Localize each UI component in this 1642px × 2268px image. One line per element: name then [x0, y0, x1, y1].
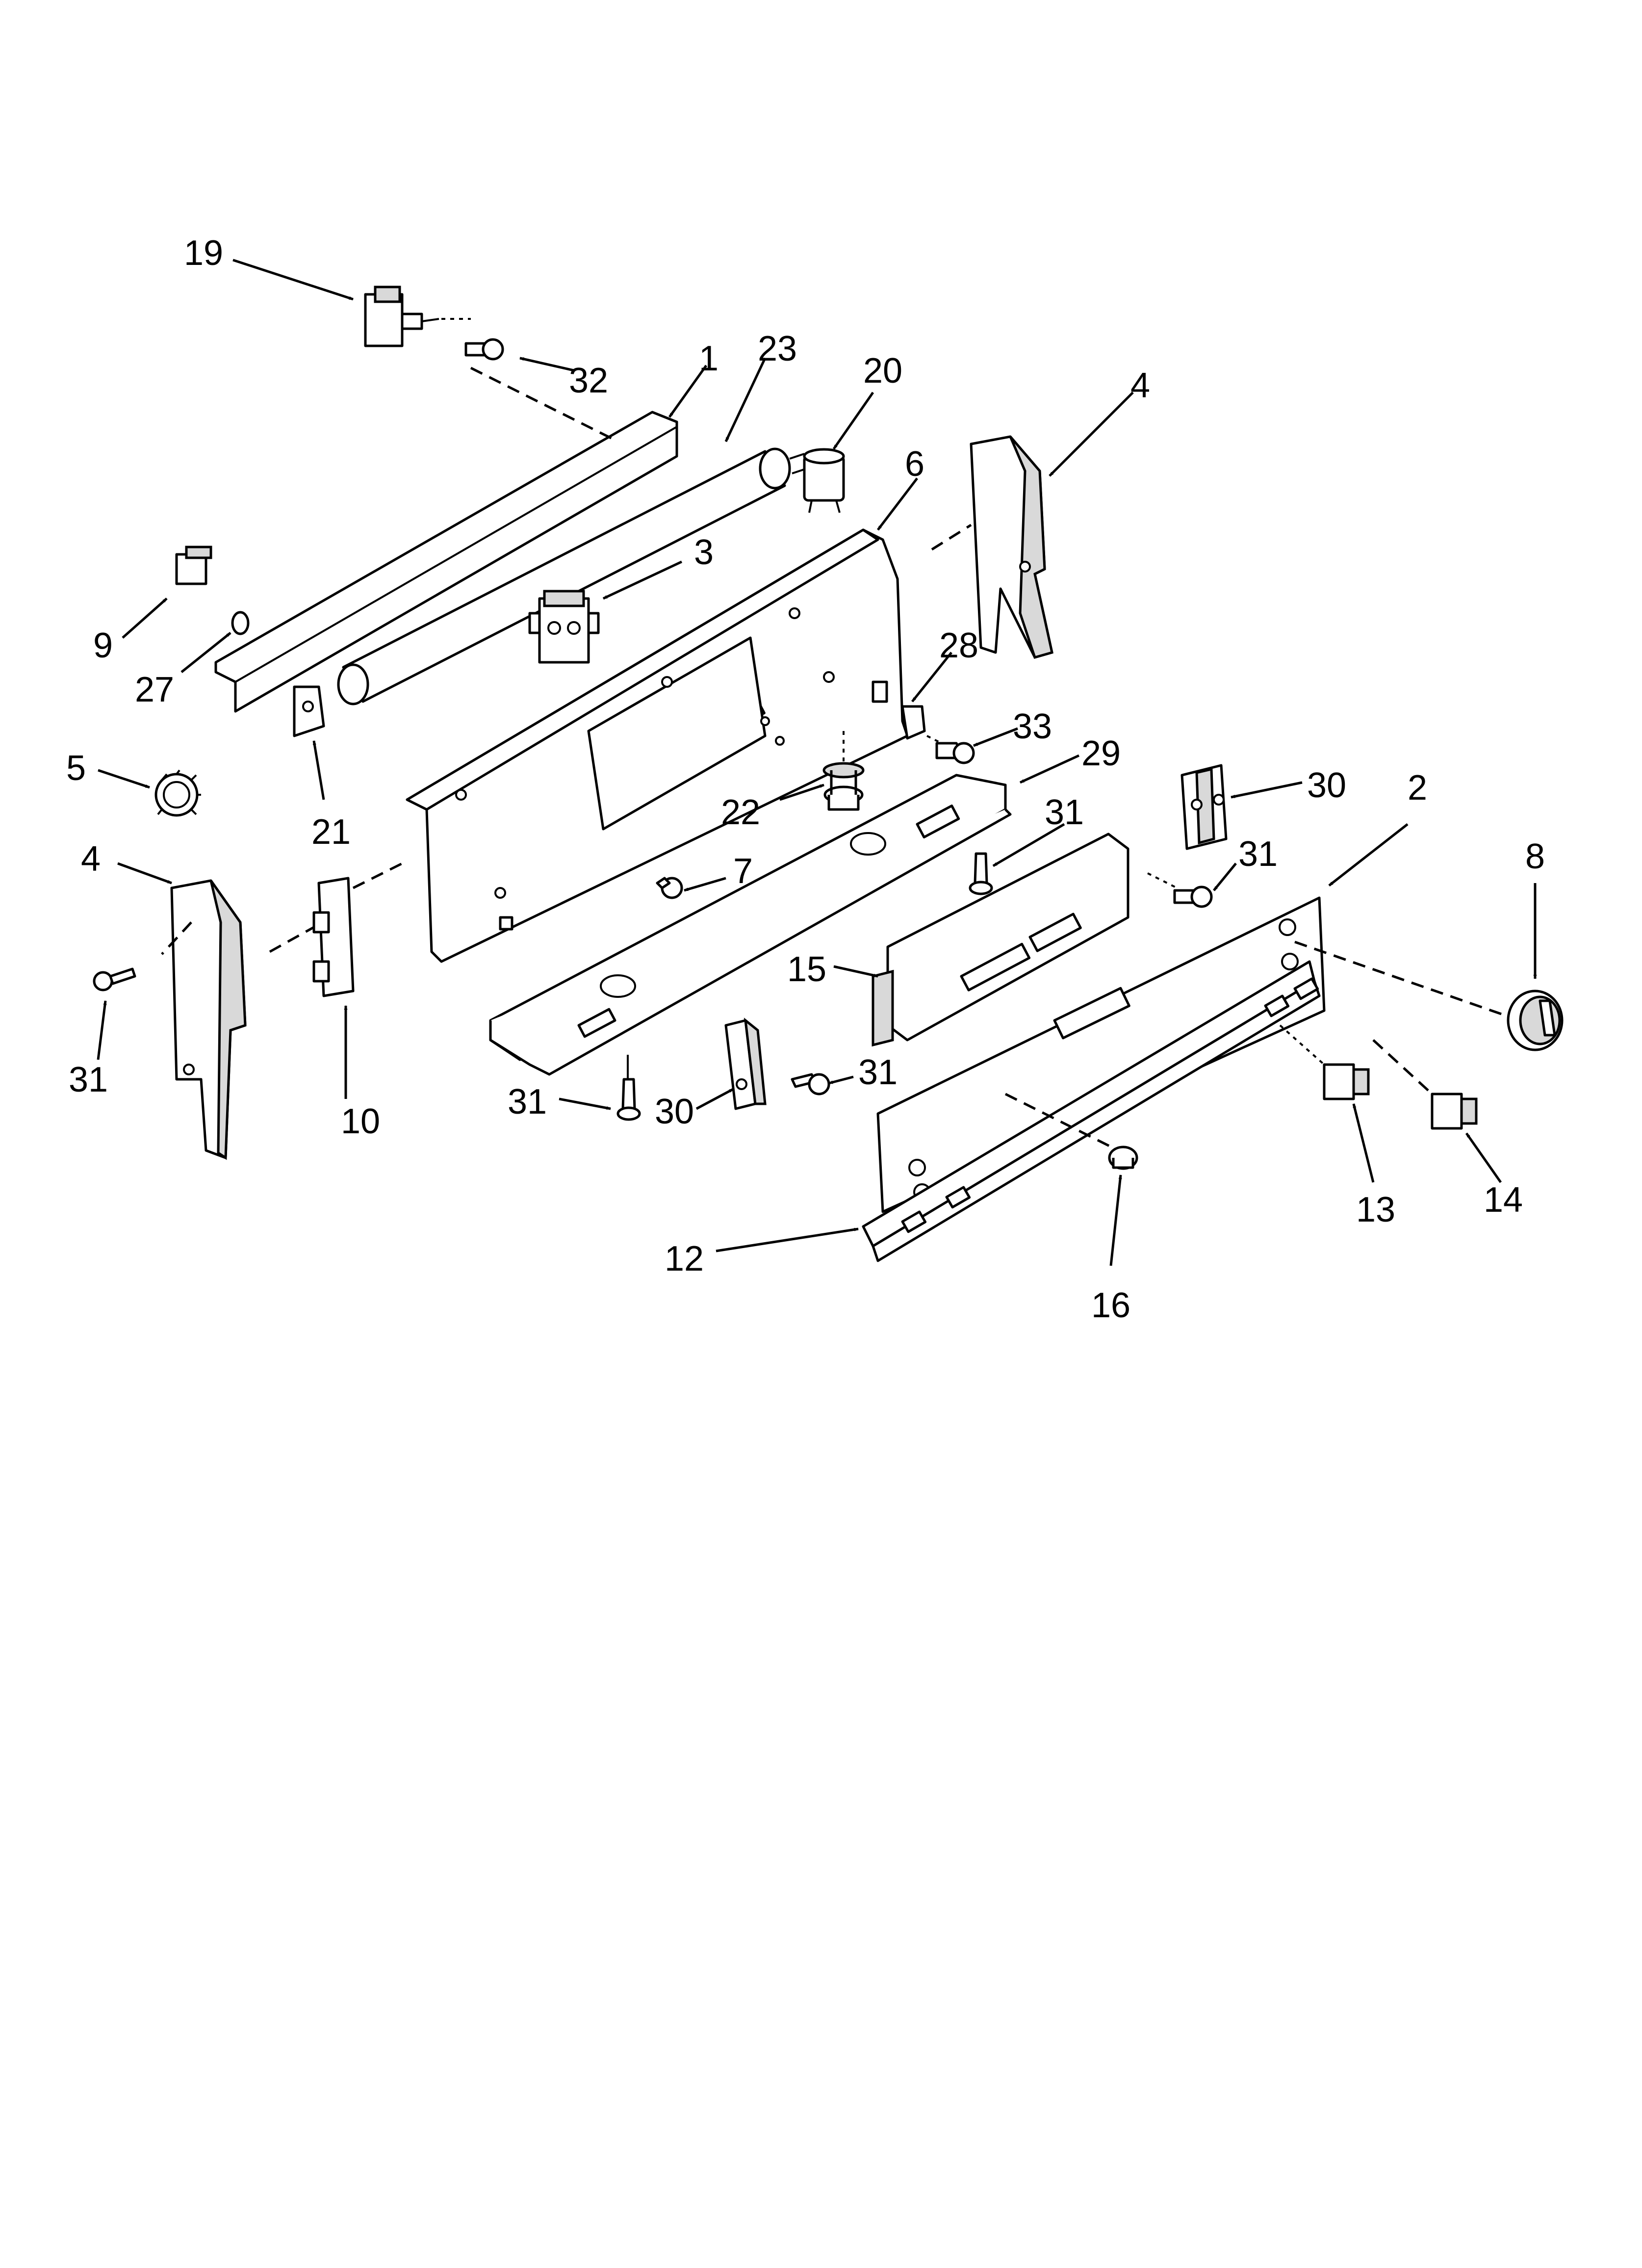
- part-19-switch: [364, 286, 471, 347]
- callout-31-center-top: 31: [1045, 793, 1084, 832]
- callout-27: 27: [135, 670, 174, 709]
- part-31-screw-right: [1147, 872, 1213, 908]
- callout-29: 29: [1081, 734, 1121, 773]
- callout-1: 1: [699, 339, 718, 378]
- callout-31-left: 31: [69, 1060, 108, 1099]
- part-20-capacitor: [803, 448, 845, 513]
- callout-31-right: 31: [1238, 834, 1278, 874]
- part-8-knob: [1507, 990, 1564, 1051]
- part-31-screw-bottom-center: [791, 1073, 830, 1095]
- part-1-trim-bar: [214, 366, 678, 713]
- part-31-screw-center-top: [969, 852, 993, 895]
- callout-23: 23: [758, 329, 797, 368]
- part-28-clip: [901, 705, 947, 747]
- callout-4-left: 4: [81, 839, 101, 879]
- part-23-tube: [337, 447, 807, 705]
- part-33-screw: [935, 742, 975, 764]
- part-22-sensor: [822, 731, 865, 811]
- callout-22: 22: [721, 793, 760, 832]
- part-4-right-end-cap: [970, 435, 1053, 659]
- callout-labels: 19 32 1 23 20 6 4 3 9 27 28 33 5 21 29 2…: [66, 234, 1545, 1325]
- part-9-switch: [175, 546, 212, 585]
- callout-6: 6: [905, 444, 924, 484]
- callout-8: 8: [1525, 837, 1545, 876]
- callout-9: 9: [93, 626, 113, 665]
- callout-10: 10: [341, 1102, 380, 1141]
- part-30-right-bracket: [1180, 764, 1228, 850]
- part-10-terminal-block: [269, 862, 403, 997]
- part-32-screw: [464, 338, 504, 361]
- part-3-relay: [528, 590, 600, 664]
- callout-4-right: 4: [1130, 366, 1150, 405]
- part-29-mounting-plate: [489, 774, 1012, 1119]
- callout-14: 14: [1484, 1180, 1523, 1220]
- part-7-screw: [656, 877, 683, 899]
- part-31-screw-bottom-left: [616, 1078, 641, 1121]
- callout-31-bottom-center: 31: [858, 1053, 898, 1092]
- part-21-bracket: [293, 685, 325, 737]
- part-6-control-bracket: [406, 528, 909, 963]
- part-30-bottom-bracket: [724, 1017, 767, 1110]
- callout-21: 21: [311, 812, 351, 852]
- part-16-button: [1108, 1146, 1138, 1170]
- callout-33: 33: [1013, 707, 1052, 746]
- part-14-switch: [1372, 1039, 1478, 1130]
- callout-3: 3: [694, 533, 714, 572]
- knob-alignment-line: [1294, 940, 1506, 1017]
- callout-19: 19: [184, 234, 223, 273]
- callout-5: 5: [66, 749, 86, 788]
- callout-16: 16: [1091, 1286, 1130, 1325]
- part-5-grommet: [154, 769, 201, 817]
- callout-28: 28: [939, 626, 978, 665]
- callout-12: 12: [665, 1239, 704, 1278]
- callout-7: 7: [733, 852, 753, 891]
- part-4-left-end-cap: [161, 879, 247, 1160]
- callout-13: 13: [1356, 1190, 1395, 1229]
- callout-31-bottom-left: 31: [508, 1082, 547, 1121]
- part-31-screw-left: [93, 967, 136, 991]
- part-2-control-panel: [876, 896, 1326, 1213]
- part-13-switch: [1279, 1024, 1370, 1100]
- end-cap-alignment-line: [931, 523, 972, 551]
- callout-15: 15: [787, 950, 826, 989]
- callout-30-bottom: 30: [655, 1092, 694, 1131]
- part-12-trim-strip: [862, 960, 1321, 1262]
- callout-2: 2: [1408, 768, 1427, 808]
- part-27-grommet: [231, 611, 250, 635]
- leader-lines: [97, 259, 1537, 1266]
- callout-20: 20: [863, 351, 902, 391]
- part-15-control-board: [872, 833, 1129, 1047]
- callout-30-right: 30: [1307, 766, 1346, 805]
- callout-32: 32: [569, 361, 608, 400]
